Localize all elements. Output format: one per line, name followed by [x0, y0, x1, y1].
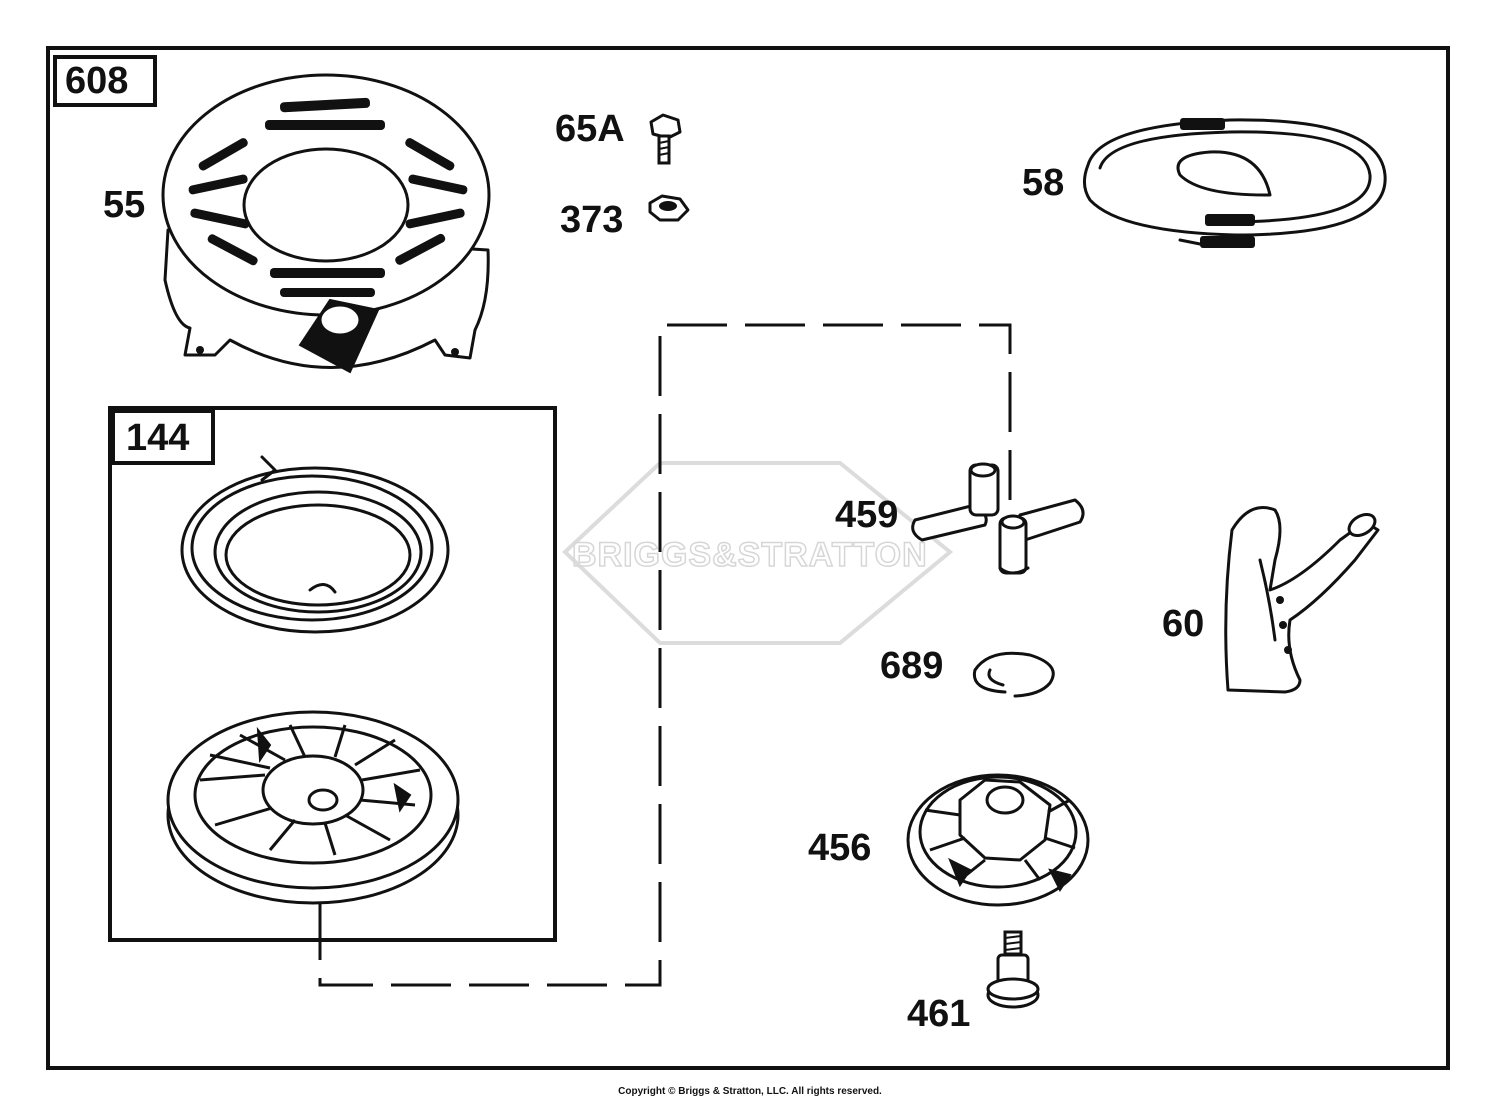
assembly-frame: [46, 46, 1450, 1070]
part-label-456: 456: [808, 827, 871, 869]
part-label-689: 689: [880, 645, 943, 687]
part-label-65a: 65A: [555, 108, 625, 150]
starter-dog-part: [911, 462, 1085, 575]
nut-part: [648, 194, 690, 222]
pulley-part: [166, 710, 460, 905]
watermark-text: BRIGGS&STRATTON: [572, 536, 928, 574]
starter-housing-part: [161, 73, 491, 374]
ratchet-screw-part: [986, 930, 1040, 1009]
subassembly-frame: [108, 406, 557, 942]
bolt-part: [649, 113, 682, 165]
leader-lines: [318, 323, 1012, 987]
subassembly-label: 144: [126, 417, 189, 459]
ratchet-part: [906, 773, 1090, 907]
copyright-notice: Copyright © Briggs & Stratton, LLC. All …: [618, 1086, 882, 1097]
part-label-55: 55: [103, 184, 145, 226]
assembly-label-box: [53, 55, 157, 107]
part-label-373: 373: [560, 199, 623, 241]
part-label-459: 459: [835, 494, 898, 536]
part-label-58: 58: [1022, 162, 1064, 204]
subassembly-label-box: [111, 409, 215, 465]
assembly-label: 608: [65, 60, 128, 102]
starter-handle-part: [1224, 506, 1380, 694]
starter-rope-part: [1083, 118, 1387, 248]
rewind-spring-part: [180, 455, 450, 634]
part-label-461: 461: [907, 993, 970, 1035]
brand-watermark: BRIGGS&STRATTON: [562, 461, 954, 645]
part-label-60: 60: [1162, 603, 1204, 645]
retainer-clip-part: [972, 651, 1055, 698]
